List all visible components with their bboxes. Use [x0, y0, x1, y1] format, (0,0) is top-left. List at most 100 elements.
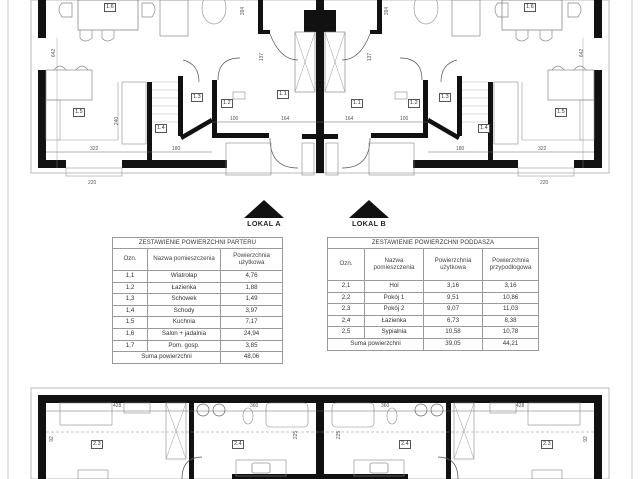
cell-id: 2,4	[327, 314, 365, 328]
dimension-137-right: 137	[367, 52, 374, 62]
cell-area: 3,85	[220, 339, 283, 353]
dimension-164-left: 164	[281, 116, 290, 122]
cell-name: Pokój 1	[364, 291, 424, 305]
cell-floor: 3,16	[482, 280, 539, 293]
attic-area-table: ZESTAWIENIE POWIERZCHNI PODDASZA Ozn. Na…	[327, 237, 539, 351]
room-tag-stairs-left: 1.4	[155, 124, 167, 133]
cell-id: 1,7	[112, 339, 148, 353]
room-tag-bath-right: 1.2	[408, 99, 420, 108]
dimension-428-right: 428	[516, 403, 525, 409]
dimension-137-left: 137	[259, 52, 266, 62]
cell-area: 1,88	[220, 281, 283, 295]
cell-usable: 9,51	[423, 291, 483, 305]
cell-id: 2,1	[327, 280, 365, 293]
dimension-100-left: 100	[230, 116, 239, 122]
cell-id: 1,2	[112, 281, 148, 295]
cell-id: 2,5	[327, 326, 365, 339]
cell-name: Schowek	[147, 293, 221, 306]
north-arrow-icon	[244, 200, 284, 218]
dimension-92-left: 92	[48, 436, 55, 442]
room-tag-storage-left: 1.3	[191, 93, 203, 102]
cell-id: 1,1	[112, 270, 148, 283]
dimension-360-left: 360	[250, 403, 259, 409]
cell-floor: 11,03	[482, 303, 539, 316]
table-title: ZESTAWIENIE POWIERZCHNI PARTERU	[112, 237, 283, 249]
table-title: ZESTAWIENIE POWIERZCHNI PODDASZA	[327, 237, 539, 249]
dimension-642-left: 642	[51, 48, 58, 58]
cell-id: 1,3	[112, 293, 148, 306]
cell-name: Łazienka	[364, 314, 424, 328]
total-label: Suma powierzchni	[327, 337, 424, 351]
room-tag-salon-right: 1.6	[524, 3, 536, 12]
dimension-220-left: 220	[88, 180, 97, 186]
dimension-642-right: 642	[579, 48, 586, 58]
total-label: Suma powierzchni	[112, 351, 221, 364]
cell-id: 2,3	[327, 303, 365, 316]
room-tag-vestibule-right: 1.1	[351, 99, 363, 108]
ground-floor-area-table: ZESTAWIENIE POWIERZCHNI PARTERU Ozn. Naz…	[112, 237, 283, 364]
dimension-322-left: 322	[90, 146, 99, 152]
cell-usable: 10,58	[423, 326, 483, 339]
col-header-area: Powierzchnia użytkowa	[220, 248, 283, 271]
north-arrow-icon	[349, 200, 389, 218]
dimension-240: 240	[114, 116, 121, 126]
cell-floor: 10,78	[482, 326, 539, 339]
cell-name: Hol	[364, 280, 424, 293]
col-header-name: Nazwa pomieszczenia	[147, 248, 221, 271]
room-tag-bath-left: 2.4	[232, 440, 244, 449]
cell-area: 4,76	[220, 270, 283, 283]
room-tag-storage-right: 1.3	[439, 93, 451, 102]
room-tag-kitchen-right: 1.5	[555, 108, 567, 117]
cell-id: 1,6	[112, 327, 148, 341]
room-tag-room-right: 2.3	[541, 440, 553, 449]
cell-area: 1,49	[220, 293, 283, 306]
cell-name: Kuchnia	[147, 316, 221, 329]
dimension-180-left: 180	[172, 146, 181, 152]
lokal-b-label: LOKAL B	[352, 219, 386, 228]
cell-area: 7,17	[220, 316, 283, 329]
dimension-428-left: 428	[113, 403, 122, 409]
room-tag-room-left: 2.3	[91, 440, 103, 449]
cell-area: 3,97	[220, 304, 283, 318]
col-header-floor: Powierzchnia przypodłogowa	[482, 248, 539, 281]
cell-id: 2,2	[327, 291, 365, 305]
room-tag-bath-right: 2.4	[399, 440, 411, 449]
col-header-id: Ozn.	[112, 248, 148, 271]
cell-name: Wiatrołap	[147, 270, 221, 283]
dimension-360-right: 360	[381, 403, 390, 409]
room-tag-salon-left: 1.6	[104, 3, 116, 12]
col-header-id: Ozn.	[327, 248, 365, 281]
cell-name: Pokój 2	[364, 303, 424, 316]
dimension-322-right: 322	[538, 146, 547, 152]
dimension-225-right: 225	[336, 430, 343, 440]
dimension-92-right: 92	[582, 436, 589, 442]
dimension-180-right: 180	[456, 146, 465, 152]
cell-usable: 6,73	[423, 314, 483, 328]
cell-name: Salon + jadalnia	[147, 327, 221, 341]
room-tag-stairs-right: 1.4	[478, 124, 490, 133]
col-header-name: Nazwa pomieszczenia	[364, 248, 424, 281]
dimension-164-right: 164	[345, 116, 354, 122]
cell-floor: 10,86	[482, 291, 539, 305]
cell-usable: 9,07	[423, 303, 483, 316]
cell-name: Schody	[147, 304, 221, 318]
dimension-394-left: 394	[240, 6, 247, 16]
total-area: 48,06	[220, 351, 283, 364]
col-header-usable: Powierzchnia użytkowa	[423, 248, 483, 281]
cell-usable: 3,16	[423, 280, 483, 293]
room-tag-vestibule-left: 1.1	[277, 90, 289, 99]
